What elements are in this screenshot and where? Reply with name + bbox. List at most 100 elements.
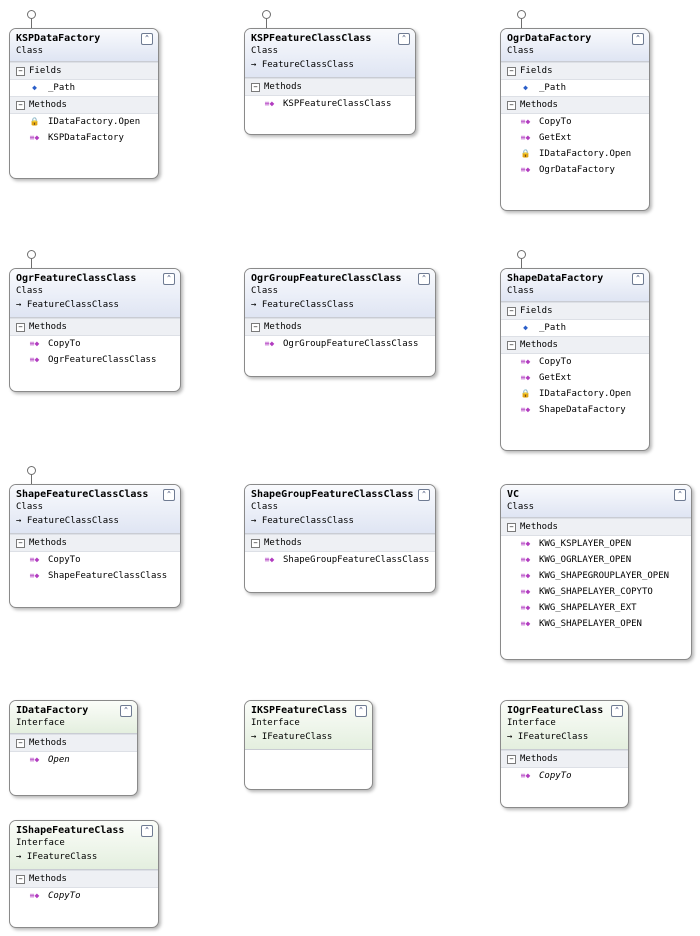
member-row[interactable]: ≡◆ShapeFeatureClassClass: [10, 568, 180, 584]
collapse-chevron-icon[interactable]: ⌃: [611, 705, 623, 717]
member-row[interactable]: ≡◆OgrDataFactory: [501, 162, 649, 178]
collapse-chevron-icon[interactable]: ⌃: [355, 705, 367, 717]
member-row[interactable]: ≡◆KWG_SHAPELAYER_OPEN: [501, 616, 691, 632]
collapse-chevron-icon[interactable]: ⌃: [674, 489, 686, 501]
collapse-toggle-icon[interactable]: −: [507, 101, 516, 110]
compartment-header-methods[interactable]: −Methods: [10, 318, 180, 336]
compartment-header-methods[interactable]: −Methods: [10, 534, 180, 552]
member-row[interactable]: ≡◆CopyTo: [10, 888, 158, 904]
member-row[interactable]: ≡◆KWG_KSPLAYER_OPEN: [501, 536, 691, 552]
compartment-header-methods[interactable]: −Methods: [501, 96, 649, 114]
collapse-chevron-icon[interactable]: ⌃: [632, 33, 644, 45]
collapse-toggle-icon[interactable]: −: [507, 341, 516, 350]
collapse-toggle-icon[interactable]: −: [507, 67, 516, 76]
collapse-toggle-icon[interactable]: −: [251, 323, 260, 332]
member-row[interactable]: ◆_Path: [10, 80, 158, 96]
member-row[interactable]: ≡◆GetExt: [501, 130, 649, 146]
compartment-header-methods[interactable]: −Methods: [501, 750, 628, 768]
member-row[interactable]: ≡◆OgrGroupFeatureClassClass: [245, 336, 435, 352]
member-row[interactable]: ≡◆CopyTo: [501, 114, 649, 130]
collapse-toggle-icon[interactable]: −: [251, 539, 260, 548]
member-row[interactable]: 🔒IDataFactory.Open: [501, 386, 649, 402]
member-row[interactable]: ≡◆GetExt: [501, 370, 649, 386]
collapse-toggle-icon[interactable]: −: [507, 755, 516, 764]
collapse-toggle-icon[interactable]: −: [16, 739, 25, 748]
compartment-header-methods[interactable]: −Methods: [501, 518, 691, 536]
collapse-chevron-icon[interactable]: ⌃: [418, 273, 430, 285]
member-row[interactable]: ≡◆KWG_SHAPELAYER_COPYTO: [501, 584, 691, 600]
member-name: GetExt: [539, 373, 572, 383]
member-row[interactable]: ≡◆ShapeDataFactory: [501, 402, 649, 418]
compartment-header-fields[interactable]: −Fields: [501, 62, 649, 80]
member-row[interactable]: 🔒IDataFactory.Open: [501, 146, 649, 162]
member-row[interactable]: ≡◆CopyTo: [10, 552, 180, 568]
member-row[interactable]: ≡◆KWG_SHAPELAYER_EXT: [501, 600, 691, 616]
member-row[interactable]: ≡◆ShapeGroupFeatureClassClass: [245, 552, 435, 568]
collapse-chevron-icon[interactable]: ⌃: [398, 33, 410, 45]
member-row[interactable]: ≡◆Open: [10, 752, 137, 768]
member-row[interactable]: ≡◆CopyTo: [10, 336, 180, 352]
member-row[interactable]: ◆_Path: [501, 80, 649, 96]
member-row[interactable]: 🔒IDataFactory.Open: [10, 114, 158, 130]
collapse-chevron-icon[interactable]: ⌃: [141, 33, 153, 45]
collapse-toggle-icon[interactable]: −: [16, 323, 25, 332]
member-row[interactable]: ≡◆KWG_OGRLAYER_OPEN: [501, 552, 691, 568]
collapse-toggle-icon[interactable]: −: [16, 875, 25, 884]
base-type-name: FeatureClassClass: [261, 60, 354, 70]
member-row[interactable]: ≡◆CopyTo: [501, 768, 628, 784]
member-row[interactable]: ≡◆CopyTo: [501, 354, 649, 370]
compartment-header-fields[interactable]: −Fields: [10, 62, 158, 80]
compartment-header-fields[interactable]: −Fields: [501, 302, 649, 320]
compartment-header-methods[interactable]: −Methods: [501, 336, 649, 354]
member-row[interactable]: ≡◆KSPFeatureClassClass: [245, 96, 415, 112]
compartment-header-methods[interactable]: −Methods: [245, 318, 435, 336]
collapse-chevron-icon[interactable]: ⌃: [120, 705, 132, 717]
collapse-chevron-icon[interactable]: ⌃: [163, 273, 175, 285]
member-row[interactable]: ◆_Path: [501, 320, 649, 336]
collapse-toggle-icon[interactable]: −: [507, 523, 516, 532]
collapse-toggle-icon[interactable]: −: [16, 539, 25, 548]
collapse-toggle-icon[interactable]: −: [507, 307, 516, 316]
compartment-header-methods[interactable]: −Methods: [245, 534, 435, 552]
member-row[interactable]: ≡◆OgrFeatureClassClass: [10, 352, 180, 368]
collapse-toggle-icon[interactable]: −: [16, 101, 25, 110]
collapse-toggle-icon[interactable]: −: [251, 83, 260, 92]
compartment-header-methods[interactable]: −Methods: [10, 734, 137, 752]
collapse-chevron-icon[interactable]: ⌃: [141, 825, 153, 837]
compartment-header-methods[interactable]: −Methods: [245, 78, 415, 96]
collapse-chevron-icon[interactable]: ⌃: [632, 273, 644, 285]
compartment-header-methods[interactable]: −Methods: [10, 870, 158, 888]
collapse-chevron-icon[interactable]: ⌃: [163, 489, 175, 501]
collapse-toggle-icon[interactable]: −: [16, 67, 25, 76]
member-row[interactable]: ≡◆KSPDataFactory: [10, 130, 158, 146]
collapse-chevron-icon[interactable]: ⌃: [418, 489, 430, 501]
member-row[interactable]: ≡◆KWG_SHAPEGROUPLAYER_OPEN: [501, 568, 691, 584]
compartment-header-methods[interactable]: −Methods: [10, 96, 158, 114]
